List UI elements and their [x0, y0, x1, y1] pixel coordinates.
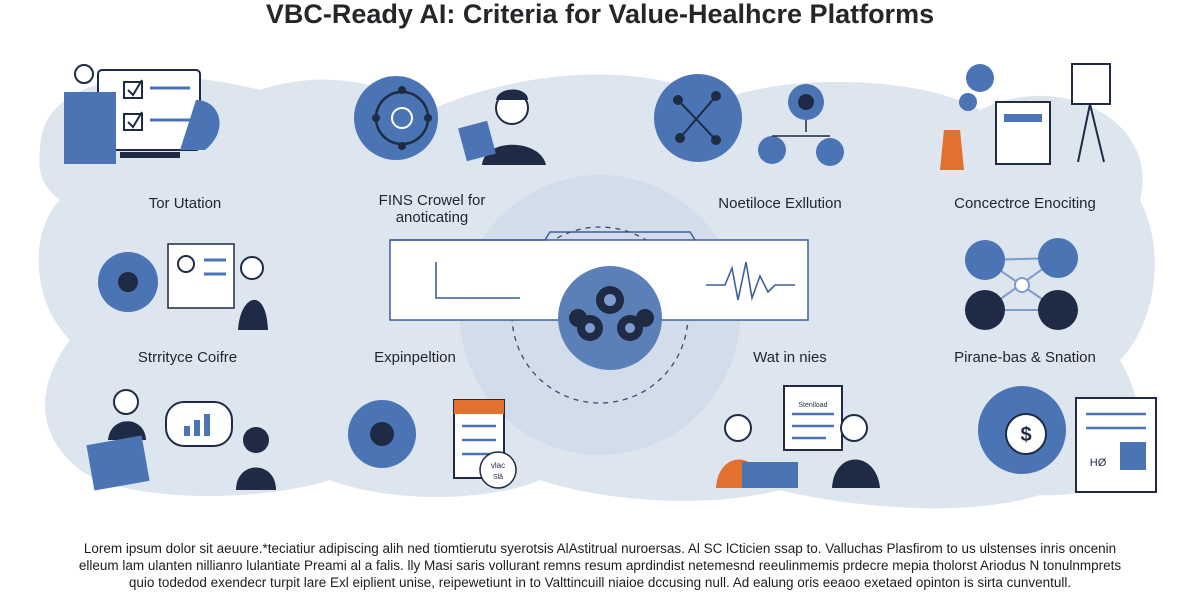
gear-board-person-icon	[98, 243, 268, 330]
card-label-concectrce-enociting: Concectrce Enociting	[954, 195, 1096, 212]
card-label-noetiloce-exllution: Noetiloce Exllution	[718, 195, 842, 212]
gear-cluster-icon	[569, 286, 654, 341]
card-label-wat-in-nies: Wat in nies	[753, 349, 827, 366]
document-badge: Stenlload	[798, 402, 827, 409]
tag-badge: vlac	[491, 461, 505, 470]
footer-line: elleum lam ulanten nillianro lulantiate …	[78, 558, 1122, 573]
footer-text: Lorem ipsum dolor sit aeuure.*teciatiur …	[50, 540, 1150, 591]
center-hub	[558, 266, 662, 370]
dollar-receipt-icon: $	[978, 386, 1157, 493]
svg-text:$: $	[1020, 424, 1031, 446]
gears-document-easel-icon	[940, 63, 1111, 170]
checklist-monitor-icon	[64, 64, 220, 164]
footer-line: quio todedod exendecr turpit lare Exl ei…	[128, 575, 1072, 590]
card-label-tor-utation: Tor Utation	[148, 195, 222, 212]
page-title: VBC-Ready AI: Criteria for Value-Healhcr…	[265, 0, 935, 29]
card-label-fins-crowel: FINS Crowel for anoticating	[378, 192, 486, 226]
footer-line: Lorem ipsum dolor sit aeuure.*teciatiur …	[83, 541, 1117, 556]
receipt-caption: HØ	[1090, 457, 1107, 469]
bar-chart-axis	[435, 262, 520, 299]
tag-badge-2: Slâ	[493, 474, 503, 481]
heartbeat-line	[706, 261, 795, 302]
network-circle-icon	[654, 74, 742, 162]
team-document-icon	[716, 385, 880, 488]
target-circle-icon	[354, 76, 438, 160]
gear-calendar-icon	[348, 399, 517, 489]
lightbulb-network-icon	[758, 84, 844, 166]
card-label-pirane-bas: Pirane-bas & Snation	[954, 349, 1096, 366]
card-label-expinpeltion: Expinpeltion	[374, 349, 456, 366]
card-label-strrityce-coifre: Strrityce Coifre	[137, 349, 238, 366]
person-with-tablet-icon	[458, 89, 546, 165]
social-network-icon	[965, 238, 1078, 330]
center-panel-tab	[390, 231, 696, 241]
person-speech-chart-icon	[86, 389, 276, 491]
